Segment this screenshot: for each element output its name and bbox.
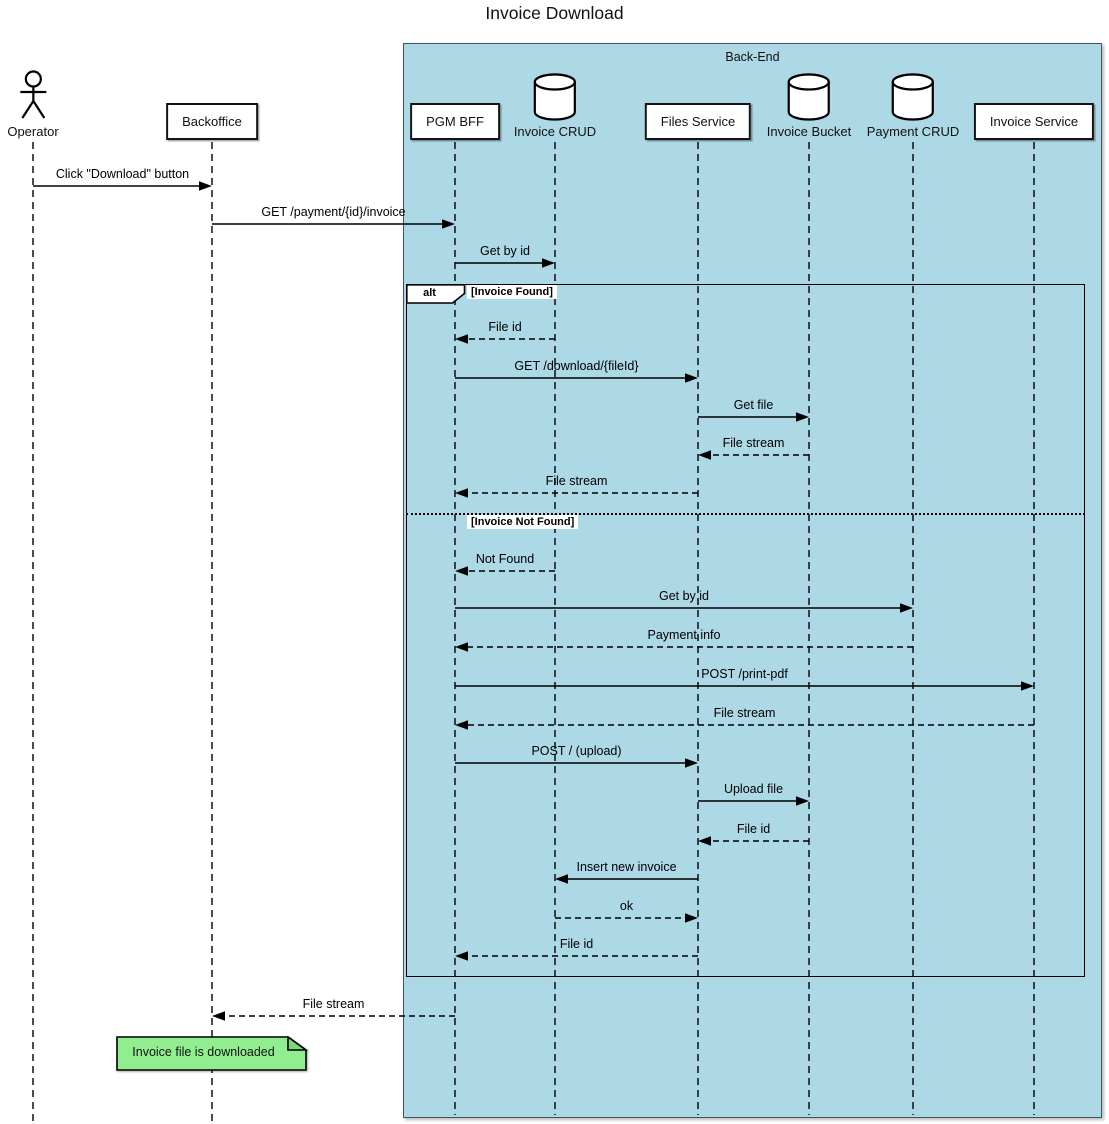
arrowhead-icon	[455, 334, 468, 344]
message-label: File id	[559, 937, 594, 951]
arrowhead-icon	[442, 219, 455, 229]
backend-container	[403, 43, 1102, 1118]
arrowhead-icon	[455, 951, 468, 961]
message-label: Get by id	[658, 589, 710, 603]
note-text: Invoice file is downloaded	[132, 1045, 275, 1059]
message-label: File stream	[545, 474, 608, 488]
message-label: File stream	[713, 706, 776, 720]
arrowhead-icon	[900, 603, 913, 613]
arrowhead-icon	[796, 412, 809, 422]
participant-box: PGM BFF	[410, 103, 500, 140]
arrowhead-icon	[212, 1011, 225, 1021]
database-icon	[533, 73, 577, 121]
participant-label: Invoice Bucket	[766, 124, 852, 139]
arrowhead-icon	[455, 566, 468, 576]
arrowhead-icon	[685, 373, 698, 383]
participant-label: Operator	[7, 124, 59, 139]
participant-files-service: Files Service	[644, 103, 752, 140]
message-label: Get file	[733, 398, 774, 412]
message-label: GET /download/{fileId}	[514, 359, 639, 373]
arrowhead-icon	[796, 796, 809, 806]
database-icon	[787, 73, 831, 121]
participant-backoffice: Backoffice	[166, 103, 258, 140]
participant-label: Invoice CRUD	[513, 124, 597, 139]
database-icon	[891, 73, 935, 121]
arrowhead-icon	[698, 836, 711, 846]
message-label: File id	[736, 822, 771, 836]
actor-icon	[20, 70, 46, 119]
arrowhead-icon	[199, 181, 212, 191]
arrowhead-icon	[1021, 681, 1034, 691]
participant-box: Invoice Service	[973, 103, 1095, 140]
note-icon	[116, 1036, 308, 1071]
participant-payment-crud: Payment CRUD	[867, 73, 959, 139]
guard-invoice-not-found: [Invoice Not Found]	[467, 515, 579, 529]
message-label: Insert new invoice	[576, 860, 677, 874]
message-label: Not Found	[475, 552, 535, 566]
arrowhead-icon	[555, 874, 568, 884]
alt-frame	[406, 284, 1085, 977]
participant-operator: Operator	[7, 70, 59, 139]
message-label: Payment info	[647, 628, 721, 642]
diagram-title: Invoice Download	[485, 3, 624, 23]
message-label: Get by id	[479, 244, 531, 258]
message-label: POST /print-pdf	[701, 667, 788, 681]
participant-box: Files Service	[644, 103, 752, 140]
alt-operator-tab-icon	[406, 284, 466, 304]
alt-operator-label: alt	[423, 287, 436, 299]
guard-invoice-found: [Invoice Found]	[467, 285, 557, 299]
message-label: ok	[619, 899, 634, 913]
arrowhead-icon	[698, 450, 711, 460]
participant-pgm-bff: PGM BFF	[410, 103, 500, 140]
arrowhead-icon	[455, 642, 468, 652]
alt-section-divider	[406, 513, 1085, 515]
arrowhead-icon	[685, 913, 698, 923]
message-label: File stream	[722, 436, 785, 450]
arrowhead-icon	[542, 258, 555, 268]
arrowhead-icon	[685, 758, 698, 768]
participant-box: Backoffice	[166, 103, 258, 140]
participant-invoice-crud: Invoice CRUD	[514, 73, 596, 139]
backend-container-label: Back-End	[725, 50, 780, 64]
participant-label: Payment CRUD	[866, 124, 960, 139]
message-label: Upload file	[723, 782, 784, 796]
message-label: POST / (upload)	[531, 744, 622, 758]
message-label: File stream	[302, 997, 365, 1011]
arrowhead-icon	[455, 488, 468, 498]
participant-invoice-service: Invoice Service	[973, 103, 1095, 140]
participant-invoice-bucket: Invoice Bucket	[766, 73, 852, 139]
message-label: Click "Download" button	[55, 167, 190, 181]
message-label: GET /payment/{id}/invoice	[261, 205, 406, 219]
message-label: File id	[488, 320, 522, 334]
arrowhead-icon	[455, 720, 468, 730]
